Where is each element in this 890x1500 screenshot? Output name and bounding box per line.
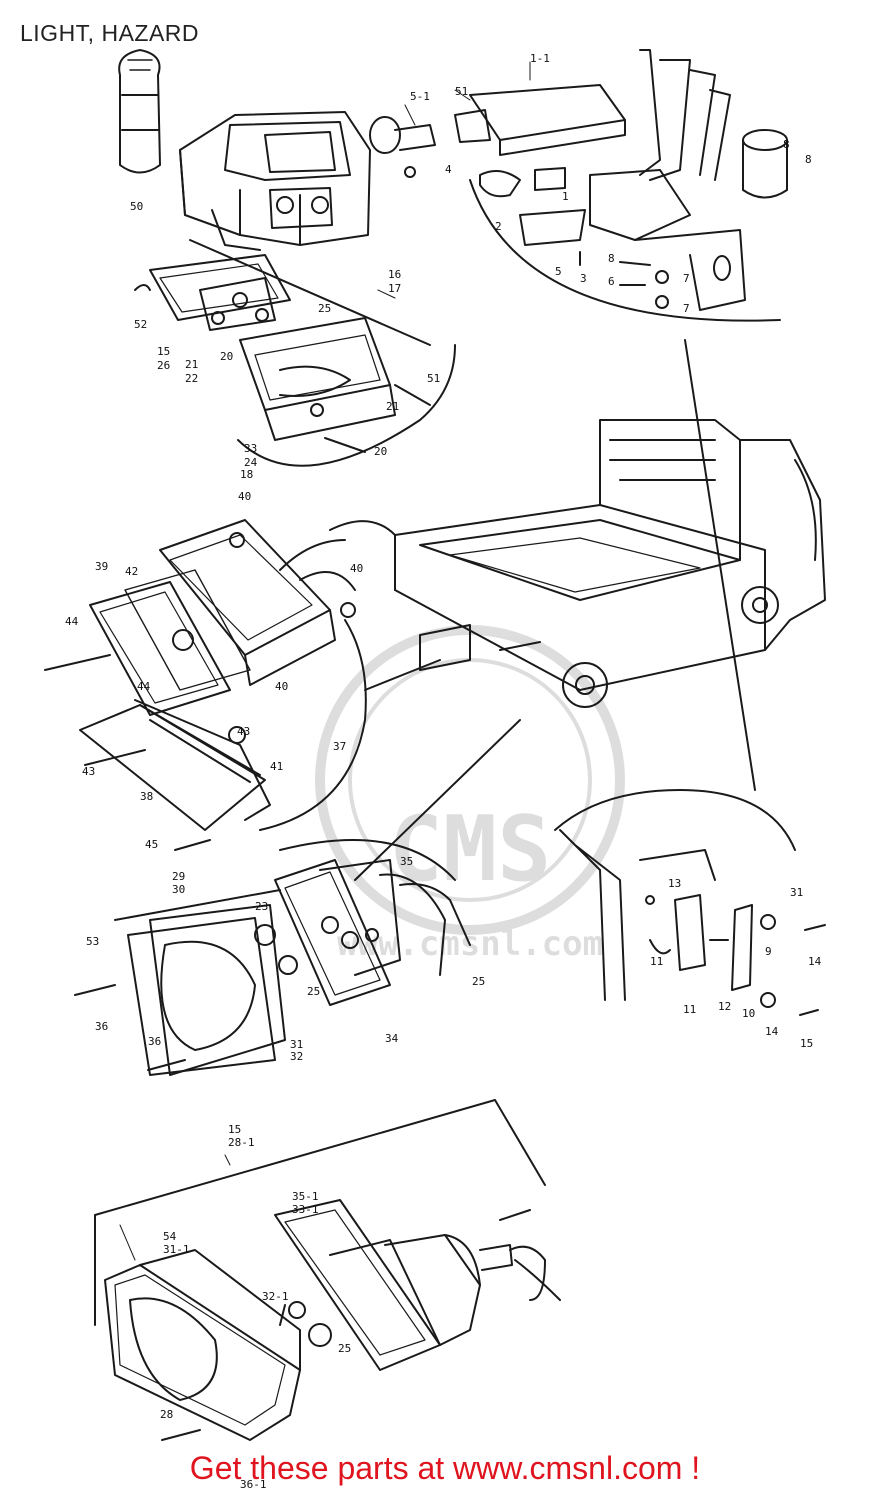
part-number-label: 36 (95, 1020, 108, 1033)
part-number-label: 11 (650, 955, 663, 968)
part-number-label: 14 (808, 955, 822, 968)
part-number-label: 17 (388, 282, 401, 295)
part-number-label: 35 (400, 855, 413, 868)
part-number-label: 44 (137, 680, 151, 693)
part-number-label: 6 (608, 275, 615, 288)
rear-combination-lamp-bottom (94, 1099, 561, 1441)
cmsnl-link[interactable]: Get these parts at www.cmsnl.com ! (189, 1450, 701, 1486)
part-number-label: 25 (318, 302, 331, 315)
part-number-label: 30 (172, 883, 185, 896)
part-number-label: 8 (805, 153, 812, 166)
part-number-label: 53 (86, 935, 99, 948)
part-number-label: 16 (388, 268, 401, 281)
part-number-label: 1 (562, 190, 569, 203)
part-number-label: 44 (65, 615, 79, 628)
part-number-label: 20 (374, 445, 387, 458)
part-number-label: 8 (608, 252, 615, 265)
part-number-label: 14 (765, 1025, 779, 1038)
part-number-label: 43 (237, 725, 250, 738)
part-number-label: 32 (290, 1050, 303, 1063)
part-number-label: 10 (742, 1007, 755, 1020)
part-number-label: 29 (172, 870, 185, 883)
part-number-label: 36-1 (240, 1478, 267, 1491)
promo-footer[interactable]: Get these parts at www.cmsnl.com ! (0, 1450, 890, 1487)
part-number-label: 40 (238, 490, 251, 503)
part-number-label: 39 (95, 560, 108, 573)
part-number-label: 8 (783, 138, 790, 151)
part-number-label: 4 (445, 163, 452, 176)
part-number-label: 5-1 (410, 90, 430, 103)
part-number-label: 25 (307, 985, 320, 998)
part-number-label: 25 (472, 975, 485, 988)
part-number-label: 50 (130, 200, 143, 213)
part-number-label: 18 (240, 468, 253, 481)
part-number-label: 31-1 (163, 1243, 190, 1256)
part-number-label: 37 (333, 740, 346, 753)
part-number-label: 25 (338, 1342, 351, 1355)
part-number-label: 21 (185, 358, 198, 371)
part-number-label: 7 (683, 272, 690, 285)
part-50-bulb (118, 49, 161, 174)
part-number-label: 5 (555, 265, 562, 278)
part-number-label: 41 (270, 760, 283, 773)
part-number-label: 15 (228, 1123, 241, 1136)
part-number-label: 1-1 (530, 52, 550, 65)
part-number-label: 45 (145, 838, 158, 851)
part-number-label: 12 (718, 1000, 731, 1013)
part-number-label: 3 (580, 272, 587, 285)
part-number-label: 21 (386, 400, 399, 413)
part-number-label: 36 (148, 1035, 161, 1048)
rear-combination-lamp-upper (134, 239, 456, 467)
part-number-label: 42 (125, 565, 138, 578)
part-number-label: 28-1 (228, 1136, 255, 1149)
part-number-label: 9 (765, 945, 772, 958)
leader-lines (119, 61, 531, 1261)
side-marker-lamp (554, 789, 826, 1016)
part-number-label: 40 (275, 680, 288, 693)
part-number-label: 7 (683, 302, 690, 315)
part-number-label: 33-1 (292, 1203, 319, 1216)
part-number-label: 15 (157, 345, 170, 358)
cab-front-view (179, 111, 371, 251)
part-number-label: 52 (134, 318, 147, 331)
part-number-label: 26 (157, 359, 170, 372)
part-number-label: 15 (800, 1037, 813, 1050)
part-number-label: 23 (255, 900, 268, 913)
part-number-label: 2 (495, 220, 502, 233)
hazard-switch-assembly (369, 49, 788, 791)
hazard-lamp-middle (44, 519, 441, 851)
part-number-label: 33 (244, 442, 257, 455)
part-number-label: 54 (163, 1230, 177, 1243)
part-number-label: 11 (683, 1003, 696, 1016)
page-title: LIGHT, HAZARD (20, 20, 200, 46)
truck-body (394, 419, 826, 708)
watermark-logo: CMS (389, 797, 552, 902)
part-number-label: 24 (244, 456, 258, 469)
part-number-label: 31 (290, 1038, 303, 1051)
part-number-label: 13 (668, 877, 681, 890)
part-number-label: 51 (455, 85, 468, 98)
part-number-label: 31 (790, 886, 803, 899)
part-number-label: 38 (140, 790, 153, 803)
part-number-label: 43 (82, 765, 95, 778)
part-number-label: 28 (160, 1408, 173, 1421)
part-number-label: 32-1 (262, 1290, 289, 1303)
part-number-label: 20 (220, 350, 233, 363)
part-number-label: 34 (385, 1032, 399, 1045)
part-number-label: 35-1 (292, 1190, 319, 1203)
part-number-label: 51 (427, 372, 440, 385)
rear-combination-lamp-middle (74, 719, 521, 1076)
part-number-label: 40 (350, 562, 363, 575)
part-number-label: 22 (185, 372, 198, 385)
